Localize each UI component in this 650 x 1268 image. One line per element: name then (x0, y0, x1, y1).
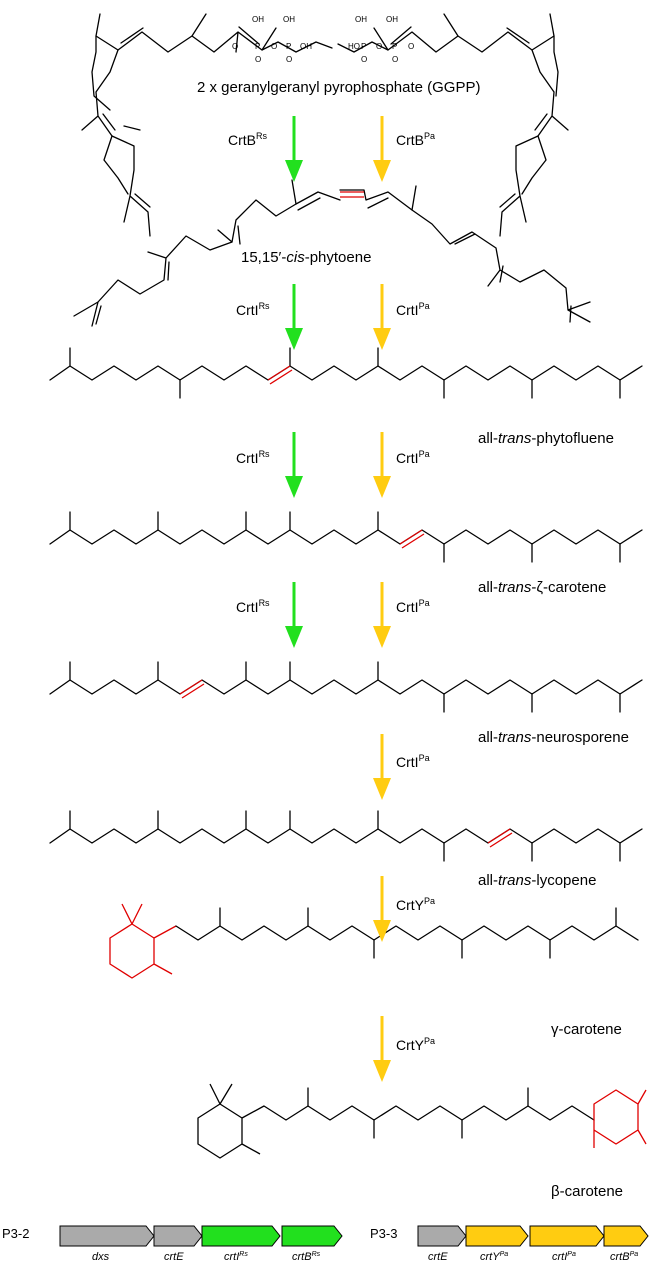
label-neurosporene: all-trans-neurosporene (478, 729, 629, 746)
operon-label: P3-3 (370, 1226, 397, 1241)
lycopene-structure (49, 810, 643, 862)
enzyme-label-crti-rs-2: CrtIRs (236, 449, 270, 466)
label-phytofluene: all-trans-phytofluene (478, 430, 614, 447)
new-double-bond-highlights (179, 365, 513, 848)
operon-p3-3: P3-3 crtE crtYPa crtIPa crtBPa (370, 1225, 649, 1263)
atom-oh: OH (355, 15, 367, 24)
beta-carotene-structure (197, 1083, 647, 1159)
gene-crti-pa (529, 1225, 605, 1247)
reaction-arrow-crti-pa-2 (373, 432, 391, 498)
operon-label: P3-2 (2, 1226, 29, 1241)
atom-o: O (361, 55, 367, 64)
atom-oh: OH (252, 15, 264, 24)
gamma-carotene-structure (109, 903, 639, 979)
label-beta-carotene: β-carotene (551, 1183, 623, 1200)
gene-crti-rs (201, 1225, 281, 1247)
atom-p: P (255, 42, 260, 51)
atom-p: P (286, 42, 291, 51)
enzyme-label-crti-rs-3: CrtIRs (236, 598, 270, 615)
atom-oh: OH (283, 15, 295, 24)
gene-crte (417, 1225, 467, 1247)
reaction-arrow-crti-rs-3 (285, 582, 303, 648)
enzyme-label-crty-pa-2: CrtYPa (396, 1036, 435, 1053)
reaction-arrow-crtb-rs (285, 116, 303, 182)
atom-o: O (271, 42, 277, 51)
enzyme-label-crti-rs-1: CrtIRs (236, 301, 270, 318)
reaction-arrow-crty-pa-1 (373, 876, 391, 942)
atom-o: O (376, 42, 382, 51)
label-gamma-carotene: γ-carotene (551, 1021, 622, 1038)
enzyme-label-crtb-rs: CrtBRs (228, 131, 267, 148)
reaction-arrow-crtb-pa (373, 116, 391, 182)
atom-ho: HO (348, 42, 360, 51)
atom-o: O (286, 55, 292, 64)
reaction-arrow-crti-rs-1 (285, 284, 303, 350)
gene-crte (153, 1225, 203, 1247)
enzyme-label-crti-pa-1: CrtIPa (396, 301, 430, 318)
atom-oh: OH (300, 42, 312, 51)
reaction-arrow-crti-pa-4 (373, 734, 391, 800)
reaction-arrow-crti-rs-2 (285, 432, 303, 498)
reaction-arrow-crti-pa-3 (373, 582, 391, 648)
gene-crtb-rs (281, 1225, 343, 1247)
neurosporene-structure (49, 661, 643, 713)
phytoene-structure (73, 179, 591, 327)
gene-label-crte: crtE (164, 1251, 184, 1263)
gene-label-dxs: dxs (92, 1251, 110, 1263)
atom-o: O (232, 42, 238, 51)
ggpp-structure (81, 13, 569, 237)
enzyme-labels: CrtBRs CrtBPa CrtIRs CrtIPa CrtIRs CrtIP… (228, 131, 435, 1053)
gene-label-crtb-rs: crtBRs (292, 1251, 321, 1263)
enzyme-label-crti-pa-3: CrtIPa (396, 598, 430, 615)
gene-crtb-pa (603, 1225, 649, 1247)
gene-label-crty-pa: crtYPa (480, 1251, 508, 1263)
atom-p: P (392, 42, 397, 51)
atom-p: P (361, 42, 366, 51)
reaction-arrow-crty-pa-2 (373, 1016, 391, 1082)
reaction-arrow-crti-pa-1 (373, 284, 391, 350)
atom-oh: OH (386, 15, 398, 24)
gene-label-crte: crtE (428, 1251, 448, 1263)
gene-crty-pa (465, 1225, 529, 1247)
label-ggpp: 2 x geranylgeranyl pyrophosphate (GGPP) (197, 79, 480, 96)
atom-o: O (255, 55, 261, 64)
phytofluene-structure (49, 347, 643, 399)
gene-label-crtb-pa: crtBPa (610, 1251, 638, 1263)
enzyme-label-crtb-pa: CrtBPa (396, 131, 435, 148)
enzyme-label-crty-pa-1: CrtYPa (396, 896, 435, 913)
zeta-carotene-structure (49, 511, 643, 563)
pyrophosphate-groups: OH OH O P O P OH O O OH OH HO P O P O O … (232, 15, 414, 64)
enzyme-label-crti-pa-4: CrtIPa (396, 753, 430, 770)
gene-label-crti-pa: crtIPa (552, 1251, 576, 1263)
gene-dxs (59, 1225, 155, 1247)
label-lycopene: all-trans-lycopene (478, 872, 596, 889)
label-phytoene: 15,15′-cis-phytoene (241, 249, 371, 266)
operon-p3-2: P3-2 dxs crtE crtIRs crtBRs (2, 1225, 343, 1263)
atom-o: O (408, 42, 414, 51)
atom-o: O (392, 55, 398, 64)
gene-label-crti-rs: crtIRs (224, 1251, 248, 1263)
label-zeta-carotene: all-trans-ζ-carotene (478, 579, 606, 596)
enzyme-label-crti-pa-2: CrtIPa (396, 449, 430, 466)
reaction-arrows (285, 116, 391, 1082)
